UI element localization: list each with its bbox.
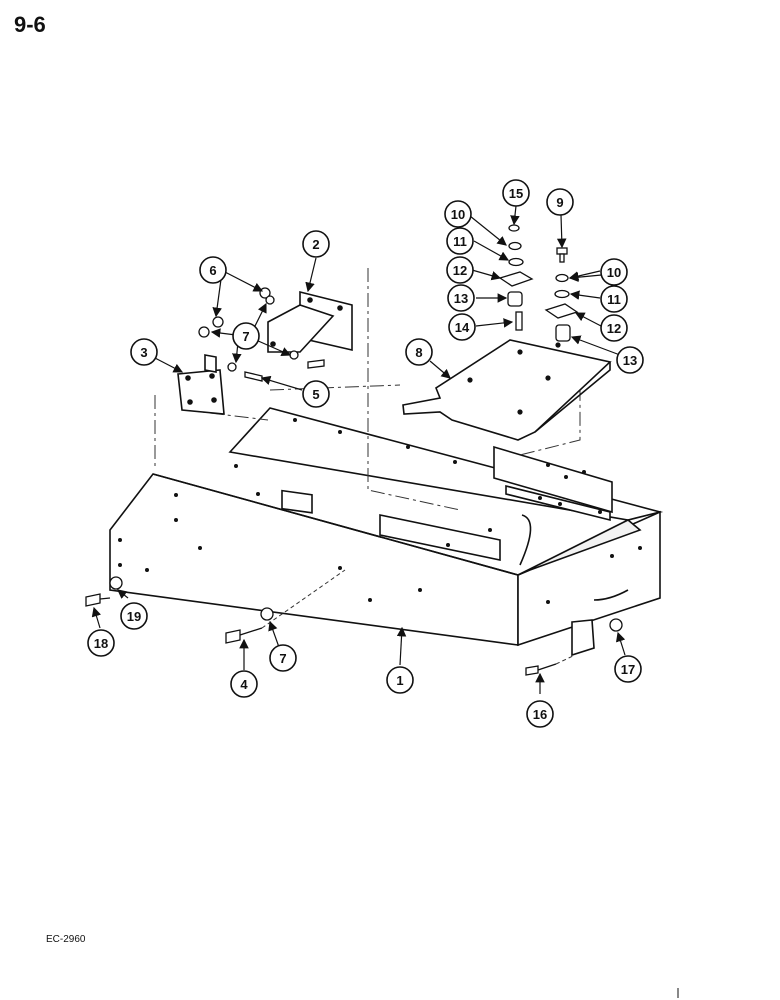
callout-11-right: 11 [600,285,628,313]
svg-text:10: 10 [607,265,621,280]
svg-text:1: 1 [396,673,403,688]
svg-text:8: 8 [415,345,422,360]
callout-7-upper: 7 [232,322,260,350]
svg-text:7: 7 [279,651,286,666]
callouts: 1 2 3 4 5 6 7 7 8 9 10 10 11 11 12 [87,179,644,728]
callout-7-lower: 7 [269,644,297,672]
callout-16: 16 [526,700,554,728]
svg-text:14: 14 [455,320,470,335]
callout-1: 1 [386,666,414,694]
callout-4: 4 [230,670,258,698]
svg-text:12: 12 [453,263,467,278]
callout-12-right: 12 [600,314,628,342]
svg-text:18: 18 [94,636,108,651]
callout-8: 8 [405,338,433,366]
plate-3 [177,354,225,415]
callout-11-left: 11 [446,227,474,255]
svg-text:11: 11 [607,292,621,307]
mount-hardware-left [498,224,534,331]
bracket-2 [267,290,353,353]
leader-dashes [261,569,576,665]
svg-text:2: 2 [312,237,319,252]
callout-15: 15 [502,179,530,207]
callout-14: 14 [448,313,476,341]
svg-text:13: 13 [623,353,637,368]
svg-text:7: 7 [242,329,249,344]
svg-text:13: 13 [454,291,468,306]
reference-code: EC-2960 [46,934,86,945]
svg-text:3: 3 [140,345,147,360]
svg-text:9: 9 [556,195,563,210]
callout-18: 18 [87,629,115,657]
callout-10-right: 10 [600,258,628,286]
callout-5: 5 [302,380,330,408]
svg-text:12: 12 [607,321,621,336]
callout-10-left: 10 [444,200,472,228]
callout-12-left: 12 [446,256,474,284]
svg-text:11: 11 [453,234,467,249]
callout-3: 3 [130,338,158,366]
callout-13-right: 13 [616,346,644,374]
svg-text:15: 15 [509,186,523,201]
fasteners-bottom [85,576,623,676]
callout-17: 17 [614,655,642,683]
callout-2: 2 [302,230,330,258]
page-number: 9-6 [14,12,46,37]
svg-text:5: 5 [312,387,319,402]
callout-13-left: 13 [447,284,475,312]
floor-plate-8 [402,339,612,441]
svg-text:17: 17 [621,662,635,677]
main-frame [109,407,664,657]
svg-text:4: 4 [240,677,248,692]
svg-text:16: 16 [533,707,547,722]
svg-text:6: 6 [209,263,216,278]
svg-text:19: 19 [127,609,141,624]
fasteners-left [198,287,325,382]
callout-19: 19 [120,602,148,630]
svg-text:10: 10 [451,207,465,222]
callout-9: 9 [546,188,574,216]
callout-6: 6 [199,256,227,284]
